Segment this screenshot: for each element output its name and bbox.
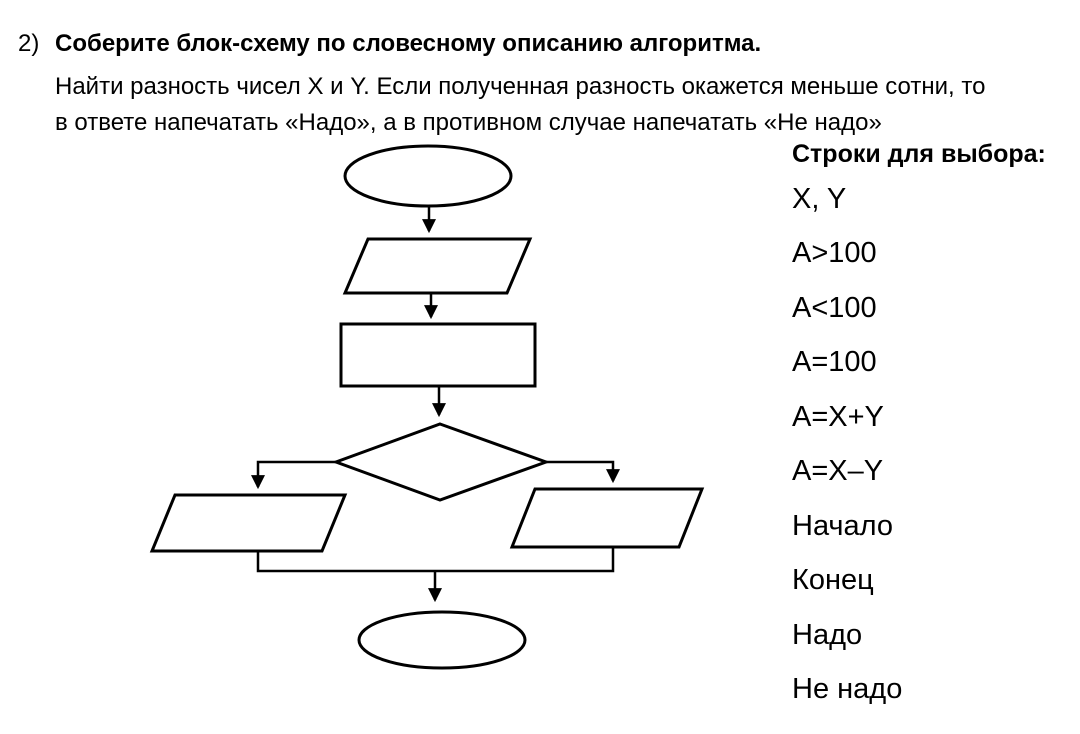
option-item-x-y: X, Y	[792, 182, 847, 215]
option-item-nachalo: Начало	[792, 509, 894, 542]
right-output-parallelogram-shape	[509, 487, 705, 549]
start-terminator-shape	[343, 144, 513, 208]
flow-arrow-decision-to-left-output	[251, 460, 336, 490]
option-item-nado: Надо	[792, 618, 863, 651]
task-description-line-1: Найти разность чисел X и Y. Если получен…	[55, 73, 986, 100]
task-description-line-2: в ответе напечатать «Надо», а в противно…	[55, 109, 882, 136]
option-item-ne-nado: Не надо	[792, 673, 903, 706]
option-item-a-eq-x-plus-y: A=X+Y	[792, 400, 884, 433]
options-panel: Строки для выбора: X, Y A>100 A<100 A=10…	[792, 140, 1077, 717]
flowchart-diagram	[149, 144, 705, 670]
task-title: Соберите блок-схему по словесному описан…	[55, 30, 762, 57]
decision-diamond-shape	[331, 422, 551, 502]
left-output-parallelogram-shape	[149, 493, 348, 553]
option-item-a-lt-100: A<100	[792, 291, 877, 324]
option-item-a-eq-x-minus-y: A=X–Y	[792, 455, 884, 488]
end-terminator-shape	[357, 610, 527, 670]
option-item-a-eq-100: A=100	[792, 346, 877, 379]
input-parallelogram-shape	[342, 237, 533, 295]
option-item-a-gt-100: A>100	[792, 237, 877, 270]
option-item-konec: Конец	[792, 564, 874, 597]
flow-arrow-decision-to-right-output	[546, 460, 620, 484]
process-rectangle-shape	[339, 322, 537, 388]
options-list: X, Y A>100 A<100 A=100 A=X+Y A=X–Y Начал…	[792, 172, 1077, 717]
options-heading: Строки для выбора:	[792, 140, 1046, 168]
task-number: 2)	[18, 30, 40, 57]
